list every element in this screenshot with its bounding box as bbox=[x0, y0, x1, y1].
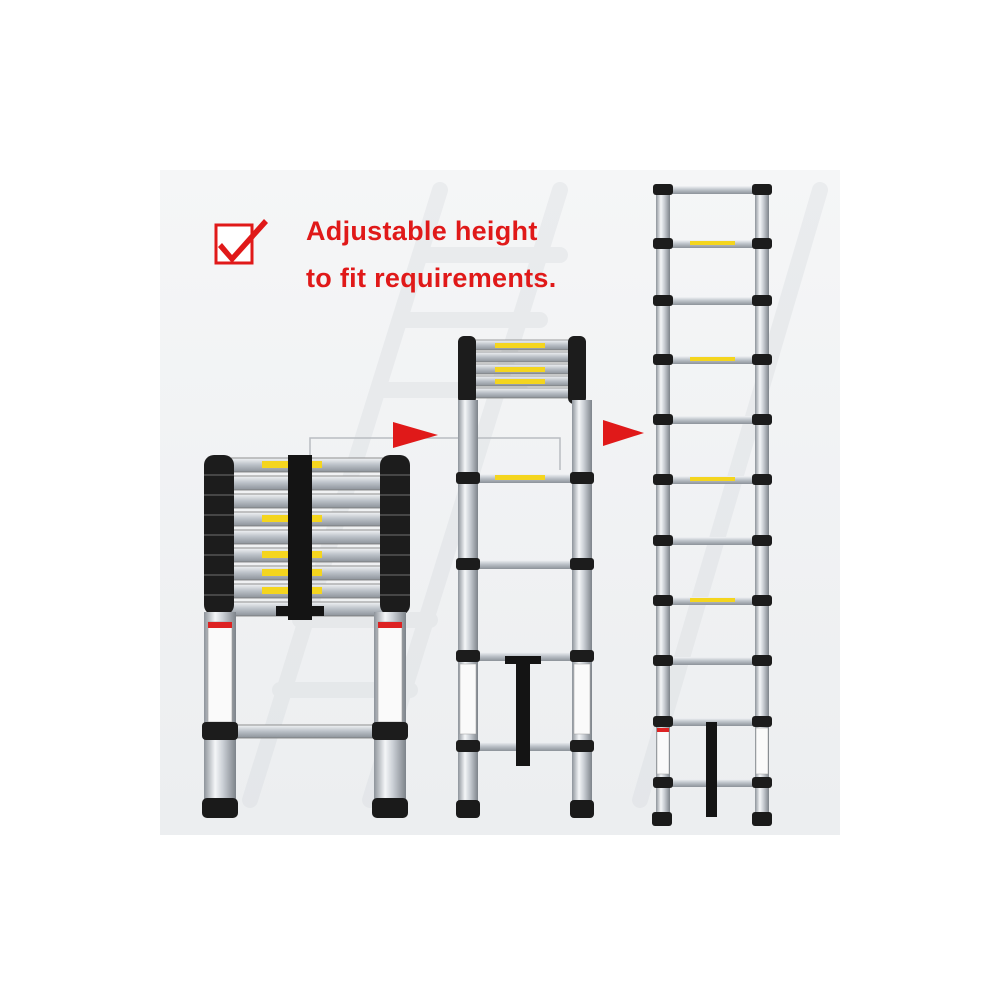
feature-caption: Adjustable height to fit requirements. bbox=[306, 208, 557, 302]
red-checkmark-checkbox-icon bbox=[214, 219, 268, 265]
collapsed-carry-strap bbox=[288, 455, 312, 620]
caption-line-1: Adjustable height bbox=[306, 216, 538, 246]
connector-lines bbox=[309, 437, 561, 470]
red-right-arrow-icon-2 bbox=[603, 420, 644, 446]
half-left-rail bbox=[458, 400, 478, 815]
caption-line-2: to fit requirements. bbox=[306, 263, 557, 293]
fully-extended-ladder bbox=[652, 184, 772, 826]
collapsed-ladder bbox=[202, 455, 410, 818]
half-right-rail bbox=[572, 400, 592, 815]
half-top-rung-stack bbox=[469, 339, 573, 399]
half-extended-ladder bbox=[456, 336, 594, 818]
red-right-arrow-icon bbox=[393, 422, 438, 448]
